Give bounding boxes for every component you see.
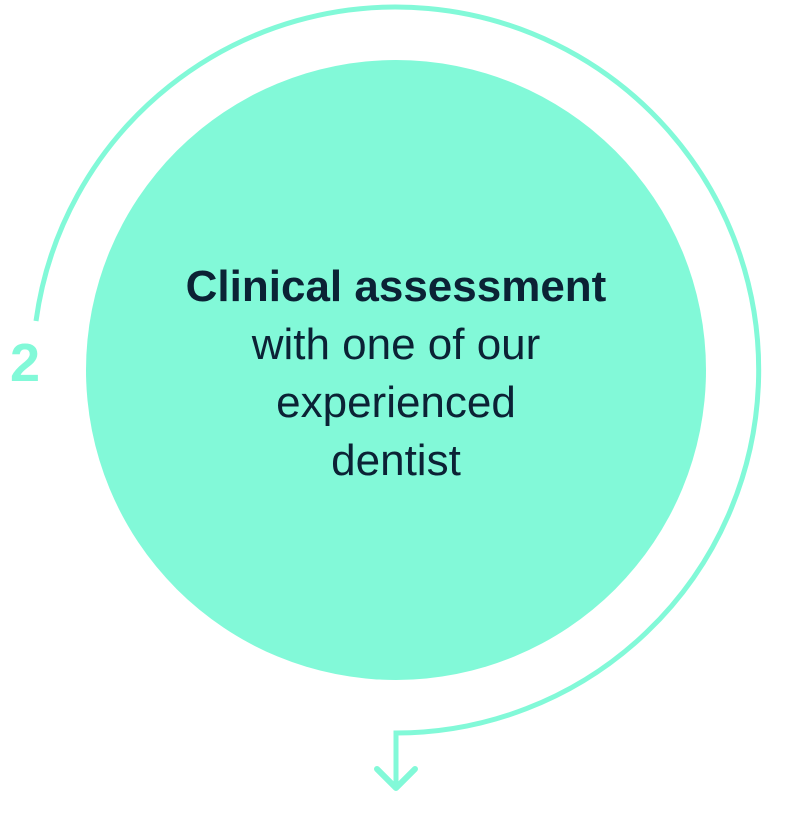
step-number: 2	[10, 333, 41, 393]
description-line: with one of our	[251, 320, 541, 369]
description-line: dentist	[331, 436, 461, 485]
progress-arc	[33, 4, 762, 786]
step-description: Clinical assessment with one of our expe…	[146, 258, 646, 490]
arrow-down-icon	[374, 766, 418, 791]
step-circle	[86, 60, 706, 680]
description-line: experienced	[276, 378, 516, 427]
step-title: Clinical assessment	[185, 262, 607, 311]
